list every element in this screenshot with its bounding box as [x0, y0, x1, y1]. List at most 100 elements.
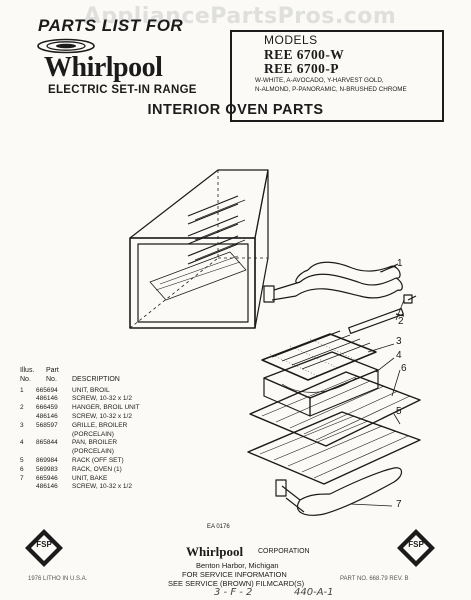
callout-number: 2	[398, 316, 404, 327]
model-number: REE 6700-P	[264, 61, 339, 76]
footer-brand: Whirlpool	[186, 544, 244, 559]
table-row: (PORCELAIN)	[20, 431, 165, 440]
description-cell: (PORCELAIN)	[72, 430, 114, 438]
table-row: 486146 SCREW, 10-32 x 1/2	[20, 395, 165, 404]
offset-rack-drawing	[249, 371, 421, 447]
broiler-grille-drawing	[261, 330, 377, 381]
color-code-line: N-ALMOND, P-PANORAMIC, N-BRUSHED CHROME	[255, 85, 407, 93]
callout-number: 3	[396, 336, 402, 347]
table-row: (PORCELAIN)	[20, 448, 165, 457]
table-row: 486146 SCREW, 10-32 x 1/2	[20, 483, 165, 492]
fsp-badge-text: FSP	[408, 540, 424, 549]
column-header: DESCRIPTION	[72, 375, 120, 383]
range-type: ELECTRIC SET-IN RANGE	[48, 84, 197, 96]
models-box	[230, 30, 444, 122]
description-cell: UNIT, BAKE	[72, 474, 108, 482]
description-cell: RACK (OFF SET)	[72, 456, 124, 464]
callout-number: 1	[397, 258, 403, 269]
part-number-cell: 486146	[36, 395, 58, 403]
callout-number: 5	[396, 406, 402, 417]
broil-hanger-drawing	[348, 294, 417, 334]
illus-number-cell	[20, 483, 36, 492]
oven-cavity-drawing	[129, 169, 269, 329]
part-number-cell: 486146	[36, 412, 58, 420]
illus-number-cell	[20, 395, 36, 404]
description-cell: SCREW, 10-32 x 1/2	[72, 412, 132, 420]
table-row: 4 865844 PAN, BROILER	[20, 439, 165, 448]
color-code-legend: W-WHITE, A-AVOCADO, Y-HARVEST GOLD, N-AL…	[255, 77, 441, 94]
footer-filmcard: SEE SERVICE (BROWN) FILMCARD(S)	[168, 579, 305, 588]
footer-corporation: CORPORATION	[258, 548, 310, 555]
description-cell: (PORCELAIN)	[72, 448, 114, 456]
illus-number-cell: 7	[20, 474, 24, 482]
description-cell: UNIT, BROIL	[72, 386, 110, 394]
bake-unit-drawing	[275, 467, 403, 516]
part-number-cell: 568597	[36, 421, 58, 429]
part-number-cell	[36, 431, 72, 440]
table-header-row: No. No. DESCRIPTION	[20, 376, 165, 385]
parts-list-heading: PARTS LIST FOR	[38, 16, 184, 35]
fsp-badge-icon	[397, 529, 435, 567]
illus-number-cell: 3	[20, 421, 24, 429]
callout-number: 6	[401, 363, 407, 374]
fsp-badge-icon	[25, 529, 63, 567]
handwritten-note: 3 - F - 2	[214, 587, 253, 598]
callout-number: 4	[396, 350, 402, 361]
illus-number-cell	[20, 448, 36, 457]
brand-name: Whirlpool	[44, 52, 163, 83]
description-cell: RACK, OVEN (1)	[72, 465, 122, 473]
table-row: 5 869984 RACK (OFF SET)	[20, 457, 165, 466]
illus-number-cell: 2	[20, 404, 24, 412]
table-row: 1 665694 UNIT, BROIL	[20, 387, 165, 396]
table-row: 6 569983 RACK, OVEN (1)	[20, 466, 165, 475]
part-number-cell: 869984	[36, 456, 58, 464]
part-number-cell: 486146	[36, 483, 58, 491]
table-header-row: Illus. Part	[20, 367, 165, 376]
footer-address: Benton Harbor, Michigan	[196, 561, 279, 570]
illus-number-cell: 6	[20, 465, 24, 473]
description-cell: SCREW, 10-32 x 1/2	[72, 395, 132, 403]
description-cell: HANGER, BROIL UNIT	[72, 404, 140, 412]
illus-number-cell	[20, 413, 36, 422]
part-number-cell: 569983	[36, 465, 58, 473]
column-header: No.	[46, 375, 57, 383]
column-header: Illus.	[20, 367, 35, 374]
fsp-badge-text: FSP	[36, 540, 52, 549]
footer-service-info: FOR SERVICE INFORMATION	[182, 570, 287, 579]
part-number-cell: 665946	[36, 474, 58, 482]
description-cell: PAN, BROILER	[72, 439, 118, 447]
table-row: 486146 SCREW, 10-32 x 1/2	[20, 413, 165, 422]
column-header: No.	[20, 375, 31, 383]
description-cell: SCREW, 10-32 x 1/2	[72, 483, 132, 491]
footer-printed: 1976 LITHO IN U.S.A.	[28, 576, 88, 582]
illus-number-cell: 1	[20, 386, 24, 394]
part-number-cell: 665694	[36, 386, 58, 394]
handwritten-note: 440-A-1	[294, 587, 334, 598]
part-number-cell	[36, 448, 72, 457]
watermark: AppliancePartsPros.com	[83, 4, 397, 29]
table-row: 2 666459 HANGER, BROIL UNIT	[20, 404, 165, 413]
column-header: Part	[46, 367, 59, 374]
models-label: MODELS	[264, 33, 318, 47]
illus-number-cell: 5	[20, 456, 24, 464]
part-number-cell: 666459	[36, 404, 58, 412]
leader-lines	[349, 265, 405, 507]
drawing-id: EA 0176	[207, 524, 230, 530]
broil-unit-drawing	[263, 261, 403, 303]
table-row: 7 665946 UNIT, BAKE	[20, 475, 165, 484]
table-row: 3 568597 GRILLE, BROILER	[20, 422, 165, 431]
footer-part-number: PART NO. 668.79 REV. B	[340, 576, 409, 582]
oven-rack-drawing	[247, 411, 421, 485]
model-number: REE 6700-W	[264, 47, 345, 62]
callout-number: 7	[396, 499, 402, 510]
illus-number-cell	[20, 431, 36, 440]
part-number-cell: 865844	[36, 439, 58, 447]
section-title: INTERIOR OVEN PARTS	[147, 102, 324, 118]
whirlpool-logo-icon	[37, 38, 95, 54]
description-cell: GRILLE, BROILER	[72, 421, 128, 429]
color-code-line: W-WHITE, A-AVOCADO, Y-HARVEST GOLD,	[255, 77, 384, 84]
illus-number-cell: 4	[20, 439, 24, 447]
